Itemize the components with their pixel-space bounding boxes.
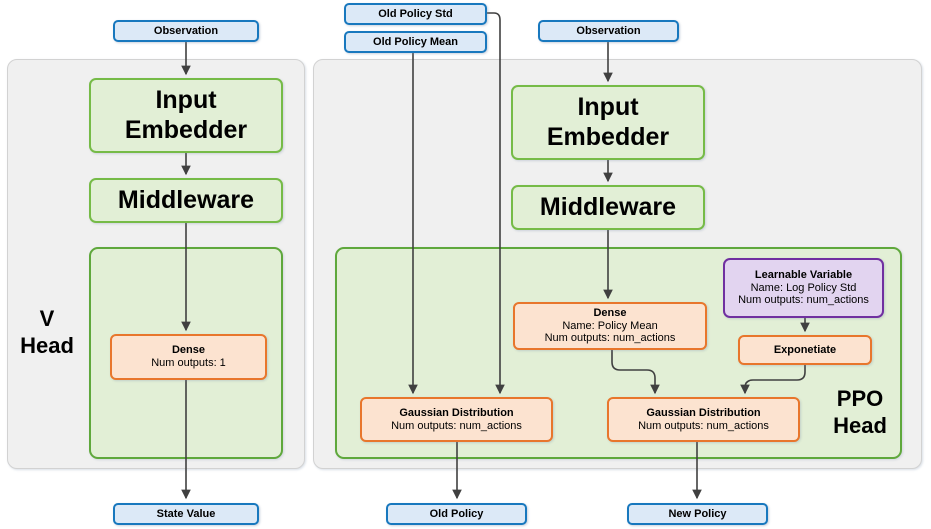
- observation-input-ppo-head-label: Observation: [576, 24, 641, 37]
- dense-policy-mean[interactable]: Dense Name: Policy Mean Num outputs: num…: [513, 302, 707, 350]
- exponentiate[interactable]: Exponetiate: [738, 335, 872, 365]
- state-value-output[interactable]: State Value: [113, 503, 259, 525]
- ppo-head-label-line1: PPO: [836, 386, 884, 411]
- middleware-v-head[interactable]: Middleware: [89, 178, 283, 223]
- middleware-ppo-head[interactable]: Middleware: [511, 185, 705, 230]
- dense-v-head-num-outputs: Num outputs: 1: [151, 357, 226, 369]
- middleware-ppo-head-label: Middleware: [539, 192, 677, 221]
- learnable-variable-num-outputs: Num outputs: num_actions: [738, 294, 869, 307]
- old-policy-output[interactable]: Old Policy: [386, 503, 527, 525]
- old-policy-mean-input[interactable]: Old Policy Mean: [344, 31, 487, 53]
- middleware-v-head-label: Middleware: [117, 185, 255, 214]
- dense-v-head-title: Dense: [171, 344, 206, 357]
- learnable-variable-name: Name: Log Policy Std: [750, 281, 857, 294]
- ppo-head-label: PPO Head: [818, 386, 902, 440]
- old-policy-std-input[interactable]: Old Policy Std: [344, 3, 487, 25]
- exponentiate-title: Exponetiate: [773, 343, 837, 356]
- v-head-label-line1: V: [39, 306, 55, 331]
- input-embedder-v-head-label: Input Embedder: [124, 86, 248, 144]
- gaussian-old-title: Gaussian Distribution: [399, 406, 514, 419]
- input-embedder-ppo-head-label: Input Embedder: [546, 93, 670, 151]
- new-policy-output[interactable]: New Policy: [627, 503, 768, 525]
- dense-policy-mean-num-outputs: Num outputs: num_actions: [544, 332, 676, 345]
- input-embedder-ppo-head[interactable]: Input Embedder: [511, 85, 705, 160]
- dense-policy-mean-name: Name: Policy Mean: [562, 319, 658, 332]
- observation-input-v-head-label: Observation: [153, 24, 219, 37]
- ppo-head-label-line2: Head: [833, 412, 887, 438]
- old-policy-std-input-label: Old Policy Std: [378, 7, 453, 20]
- gaussian-distribution-new-policy[interactable]: Gaussian Distribution Num outputs: num_a…: [607, 397, 800, 442]
- old-policy-output-label: Old Policy: [429, 507, 484, 520]
- gaussian-distribution-old-policy[interactable]: Gaussian Distribution Num outputs: num_a…: [360, 397, 553, 442]
- dense-policy-mean-title: Dense: [593, 306, 627, 319]
- gaussian-old-num-outputs: Num outputs: num_actions: [391, 419, 522, 432]
- observation-input-v-head[interactable]: Observation: [113, 20, 259, 42]
- old-policy-mean-input-label: Old Policy Mean: [373, 35, 458, 48]
- observation-input-ppo-head[interactable]: Observation: [538, 20, 679, 42]
- learnable-variable-log-policy-std[interactable]: Learnable Variable Name: Log Policy Std …: [723, 258, 884, 318]
- gaussian-new-num-outputs: Num outputs: num_actions: [638, 419, 769, 432]
- new-policy-output-label: New Policy: [668, 507, 727, 520]
- gaussian-new-title: Gaussian Distribution: [646, 406, 761, 419]
- learnable-variable-title: Learnable Variable: [754, 268, 853, 281]
- dense-v-head[interactable]: Dense Num outputs: 1: [110, 334, 267, 380]
- state-value-output-label: State Value: [156, 507, 216, 520]
- v-head-label: V Head: [8, 306, 86, 360]
- v-head-label-line2: Head: [20, 332, 74, 358]
- input-embedder-v-head[interactable]: Input Embedder: [89, 78, 283, 153]
